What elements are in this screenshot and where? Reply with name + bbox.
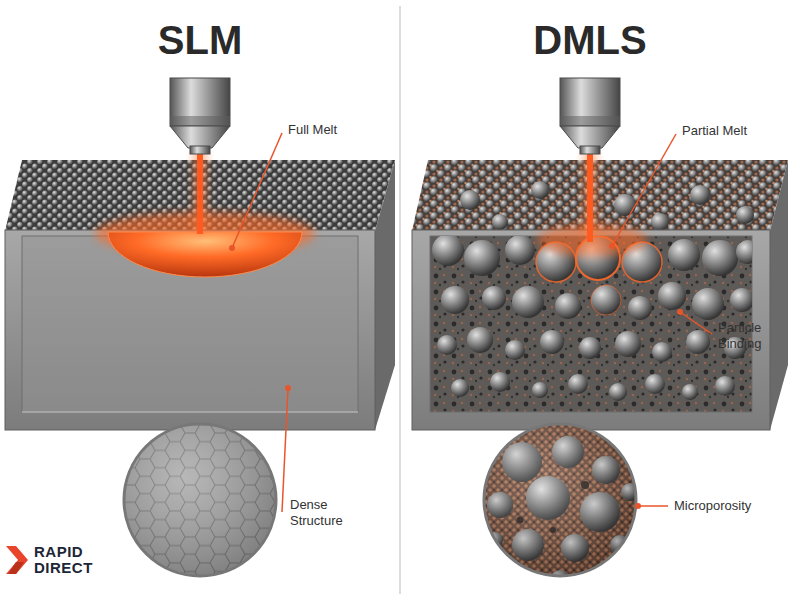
particle: [555, 293, 581, 319]
particle: [715, 376, 735, 396]
block-side: [375, 160, 395, 430]
leader-dot: [677, 309, 683, 315]
lens-rim: [484, 424, 636, 576]
leader-line: [612, 134, 676, 246]
powder-bed: [412, 160, 788, 231]
powder-particle: [690, 185, 710, 205]
bound-particles: [432, 236, 752, 401]
particle: [668, 239, 700, 271]
particle: [628, 296, 652, 320]
leader-dot: [635, 503, 641, 509]
magnified-particles: [480, 420, 640, 590]
particle: [692, 288, 724, 320]
particle: [467, 327, 493, 353]
panel-heading: SLM: [158, 18, 242, 62]
logo-mark: [6, 546, 28, 574]
panel-heading: DMLS: [533, 18, 646, 62]
leader-line: [282, 388, 288, 512]
particle: [702, 240, 738, 276]
particle: [730, 288, 752, 312]
nozzle-tip: [580, 146, 600, 154]
callout-label: Particle Binding: [718, 320, 790, 351]
callout-label: Full Melt: [288, 122, 337, 138]
powder-particle: [531, 181, 549, 199]
particle: [451, 379, 469, 397]
particle: [652, 342, 672, 362]
particle: [540, 330, 564, 354]
particle: [532, 382, 548, 398]
laser-glow: [193, 150, 207, 234]
nozzle-body: [170, 78, 230, 126]
powder-particle: [736, 206, 754, 224]
callout-label: Dense Structure: [290, 497, 362, 528]
laser-glow: [583, 150, 597, 242]
particle: [505, 340, 525, 360]
particle: [432, 236, 464, 266]
particle: [658, 282, 686, 310]
panel-divider: [399, 6, 401, 594]
particle: [736, 240, 752, 264]
dmls-magnifier: [480, 420, 640, 590]
logo-chevron: [6, 546, 28, 574]
porous-section: [430, 236, 752, 412]
lens-shade: [124, 424, 276, 576]
particle: [490, 372, 510, 392]
particle: [464, 240, 500, 276]
particle: [609, 383, 627, 401]
block-side: [770, 160, 788, 430]
powder-particle: [492, 214, 508, 230]
nozzle-cone: [170, 126, 230, 148]
binding-glow: [591, 285, 621, 315]
particle: [505, 236, 535, 265]
laser-beam: [587, 150, 593, 242]
leader-dot: [285, 385, 291, 391]
brand-logo: RAPID DIRECT: [34, 544, 93, 576]
particle: [437, 335, 457, 355]
particle: [512, 286, 544, 318]
particle: [615, 331, 641, 357]
particle: [579, 337, 601, 359]
grain-structure: [124, 424, 276, 576]
particle: [686, 330, 710, 354]
slm-magnifier: [124, 424, 276, 576]
melt-pool: [108, 232, 302, 277]
leader-lines: [229, 133, 712, 512]
callout-label: Partial Melt: [682, 123, 747, 139]
nozzle-body: [560, 78, 620, 126]
nozzle-ring: [170, 116, 230, 126]
nozzle-cone: [560, 126, 620, 148]
slm-block: [5, 78, 395, 430]
particle: [682, 384, 698, 400]
particle: [568, 374, 588, 394]
particle: [441, 286, 469, 314]
lens-rim: [124, 424, 276, 576]
powder-particle: [460, 190, 480, 210]
powder-particle: [651, 213, 669, 231]
block-front: [5, 230, 375, 430]
leader-dot: [229, 245, 235, 251]
leader-line: [680, 312, 712, 334]
nozzle-ring: [560, 116, 620, 126]
particle: [482, 286, 506, 310]
logo-chevron: [8, 562, 24, 574]
leader-line: [232, 133, 282, 248]
particle: [591, 285, 621, 315]
lens-shade: [484, 424, 636, 576]
laser-beam: [197, 150, 203, 234]
powder-particle: [614, 194, 636, 216]
callout-label: Microporosity: [674, 498, 751, 514]
leader-line: [638, 505, 668, 507]
particle: [645, 374, 665, 394]
dmls-block: [412, 78, 788, 430]
edge-highlight: [22, 411, 358, 413]
nozzle-tip: [190, 146, 210, 154]
copper-binder: [480, 420, 640, 580]
leader-dot: [609, 243, 615, 249]
block-front: [412, 230, 770, 430]
